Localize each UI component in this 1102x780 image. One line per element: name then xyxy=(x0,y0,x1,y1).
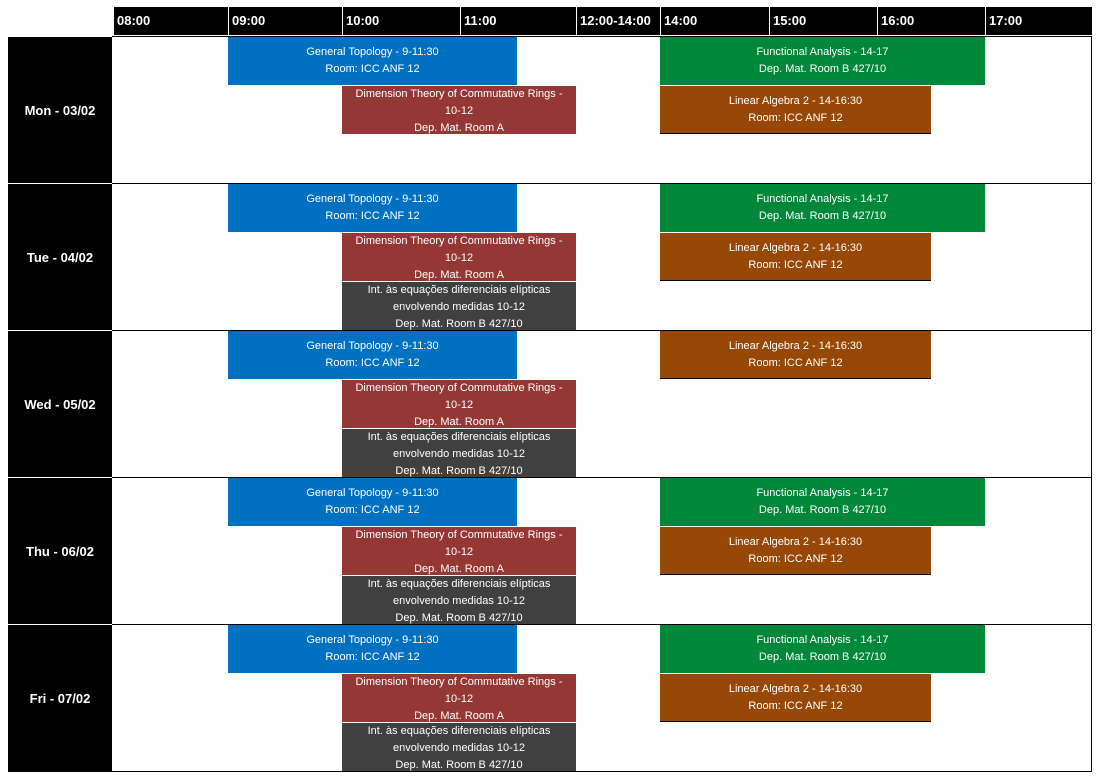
course-text-line: Room: ICC ANF 12 xyxy=(325,651,420,663)
course-text-line: envolvendo medidas 10-12 xyxy=(392,448,526,460)
course-text-line: 10-12 xyxy=(444,693,474,705)
header-time-4: 12:00-14:00 xyxy=(576,7,660,35)
course-text-line: Dep. Mat. Room B 427/10 xyxy=(395,318,523,330)
course-text-line: General Topology - 9-11:30 xyxy=(306,46,439,58)
course-text-line: Dimension Theory of Commutative Rings - xyxy=(355,88,563,100)
day-label: Mon - 03/02 xyxy=(8,36,112,184)
course-text-line: 10-12 xyxy=(444,546,474,558)
course-text-line: Functional Analysis - 14-17 xyxy=(756,487,889,499)
course-text-line: Dep. Mat. Room B 427/10 xyxy=(758,210,887,222)
course-block-elliptic[interactable]: Int. às equações diferenciais elípticas e… xyxy=(342,576,576,624)
course-text-line: Dimension Theory of Commutative Rings - xyxy=(355,235,563,247)
course-text-line: Room: ICC ANF 12 xyxy=(325,210,420,222)
course-text-line: envolvendo medidas 10-12 xyxy=(392,595,526,607)
header-time-3: 11:00 xyxy=(460,7,576,35)
course-text-line: Functional Analysis - 14-17 xyxy=(756,46,889,58)
header-time-5: 14:00 xyxy=(660,7,769,35)
header-time-1: 09:00 xyxy=(228,7,342,35)
course-text-line: Linear Algebra 2 - 14-16:30 xyxy=(728,683,863,695)
course-block-elliptic[interactable]: Int. às equações diferenciais elípticas e… xyxy=(342,429,576,477)
course-text-line: Dep. Mat. Room B 427/10 xyxy=(395,759,523,771)
course-text-line: Int. às equações diferenciais elípticas xyxy=(367,725,551,737)
course-text-line: Dimension Theory of Commutative Rings - xyxy=(355,382,563,394)
course-text-line: Dep. Mat. Room A xyxy=(414,563,504,575)
course-text-line: Dimension Theory of Commutative Rings - xyxy=(355,529,563,541)
course-text-line: General Topology - 9-11:30 xyxy=(306,634,439,646)
course-text-line: Dep. Mat. Room B 427/10 xyxy=(758,63,887,75)
course-text-line: Functional Analysis - 14-17 xyxy=(756,634,889,646)
course-text-line: Linear Algebra 2 - 14-16:30 xyxy=(728,95,863,107)
course-text-line: Dep. Mat. Room B 427/10 xyxy=(395,612,523,624)
header-time-2: 10:00 xyxy=(342,7,460,35)
course-text-line: Dep. Mat. Room B 427/10 xyxy=(395,465,523,477)
course-text-line: Linear Algebra 2 - 14-16:30 xyxy=(728,242,863,254)
course-text-line: Room: ICC ANF 12 xyxy=(748,259,843,271)
course-block-dimension[interactable]: Dimension Theory of Commutative Rings - 1… xyxy=(342,527,576,575)
course-block-elliptic[interactable]: Int. às equações diferenciais elípticas e… xyxy=(342,723,576,771)
course-text-line: envolvendo medidas 10-12 xyxy=(392,742,526,754)
course-text-line: General Topology - 9-11:30 xyxy=(306,193,439,205)
course-text-line: envolvendo medidas 10-12 xyxy=(392,301,526,313)
header-time-7: 16:00 xyxy=(877,7,985,35)
day-label: Fri - 07/02 xyxy=(8,624,112,772)
course-block-elliptic[interactable]: Int. às equações diferenciais elípticas e… xyxy=(342,282,576,330)
course-block-dimension[interactable]: Dimension Theory of Commutative Rings - 1… xyxy=(342,674,576,722)
course-text-line: General Topology - 9-11:30 xyxy=(306,487,439,499)
course-text-line: Dep. Mat. Room A xyxy=(414,416,504,428)
header-time-8: 17:00 xyxy=(985,7,1092,35)
course-text-line: Dep. Mat. Room B 427/10 xyxy=(758,651,887,663)
day-label: Wed - 05/02 xyxy=(8,330,112,478)
course-text-line: Dep. Mat. Room A xyxy=(414,269,504,281)
header-time-0: 08:00 xyxy=(113,7,228,35)
course-text-line: Room: ICC ANF 12 xyxy=(325,63,420,75)
course-text-line: Room: ICC ANF 12 xyxy=(748,700,843,712)
day-label: Tue - 04/02 xyxy=(8,183,112,331)
course-text-line: Room: ICC ANF 12 xyxy=(748,112,843,124)
header-time-6: 15:00 xyxy=(769,7,877,35)
course-text-line: 10-12 xyxy=(444,399,474,411)
course-text-line: Room: ICC ANF 12 xyxy=(748,357,843,369)
course-text-line: Room: ICC ANF 12 xyxy=(748,553,843,565)
course-text-line: 10-12 xyxy=(444,105,474,117)
course-text-line: Linear Algebra 2 - 14-16:30 xyxy=(728,536,863,548)
course-block-dimension[interactable]: Dimension Theory of Commutative Rings - 1… xyxy=(342,380,576,428)
course-text-line: 10-12 xyxy=(444,252,474,264)
course-block-dimension[interactable]: Dimension Theory of Commutative Rings - 1… xyxy=(342,233,576,281)
course-text-line: Dep. Mat. Room A xyxy=(414,122,504,134)
course-text-line: Int. às equações diferenciais elípticas xyxy=(367,431,551,443)
course-text-line: Room: ICC ANF 12 xyxy=(325,357,420,369)
course-text-line: Int. às equações diferenciais elípticas xyxy=(367,284,551,296)
course-text-line: Int. às equações diferenciais elípticas xyxy=(367,578,551,590)
course-text-line: Dep. Mat. Room B 427/10 xyxy=(758,504,887,516)
course-block-dimension[interactable]: Dimension Theory of Commutative Rings - 1… xyxy=(342,86,576,134)
course-text-line: Room: ICC ANF 12 xyxy=(325,504,420,516)
course-text-line: General Topology - 9-11:30 xyxy=(306,340,439,352)
course-text-line: Dimension Theory of Commutative Rings - xyxy=(355,676,563,688)
course-text-line: Dep. Mat. Room A xyxy=(414,710,504,722)
course-text-line: Functional Analysis - 14-17 xyxy=(756,193,889,205)
day-label: Thu - 06/02 xyxy=(8,477,112,625)
course-text-line: Linear Algebra 2 - 14-16:30 xyxy=(728,340,863,352)
